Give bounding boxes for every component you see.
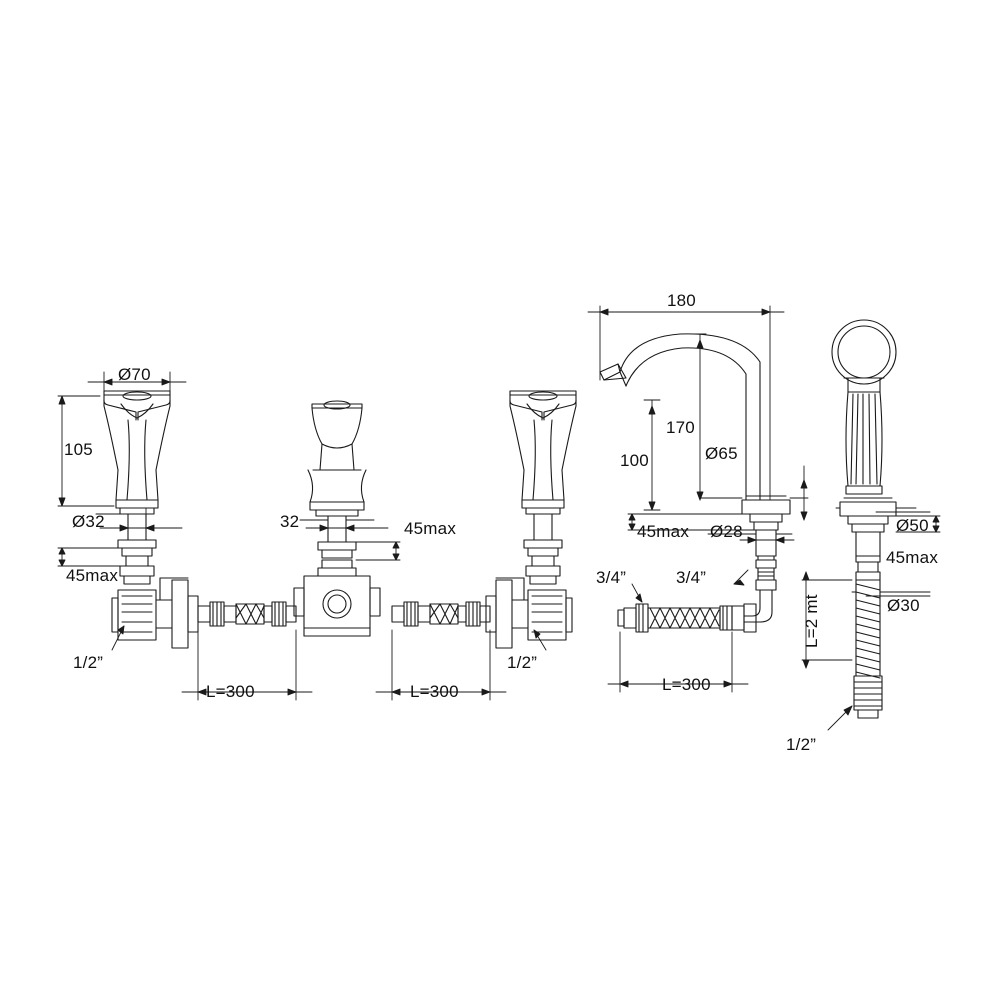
- left-handle-assembly: [103, 390, 199, 649]
- dim-spout-hose-thread-right: 3/4”: [676, 568, 707, 587]
- dim-spout-hose-thread-left: 3/4”: [596, 568, 627, 587]
- dim-shower-hose-length: L=2 mt: [802, 594, 821, 648]
- dim-center-spindle-width: 32: [280, 512, 300, 531]
- spout-assembly: [599, 333, 791, 633]
- dim-left-deck-max: 45max: [66, 566, 119, 585]
- dim-right-hose-length: L=300: [410, 682, 459, 701]
- spout-flex-hose: [617, 603, 733, 633]
- dim-spout-shank-diameter: Ø28: [710, 522, 743, 541]
- dim-spout-hose-length: L=300: [662, 675, 711, 694]
- dim-left-inlet-thread: 1/2”: [73, 653, 104, 672]
- dim-shower-outlet-diameter: Ø50: [896, 516, 929, 535]
- right-handle-assembly: [485, 390, 577, 649]
- dim-center-deck-max: 45max: [404, 519, 457, 538]
- dim-spout-height: 170: [666, 418, 695, 437]
- right-flex-hose: [391, 601, 491, 627]
- dim-spout-reach: 180: [667, 291, 696, 310]
- dim-shower-deck-max: 45max: [886, 548, 939, 567]
- shower-flex-hose: [853, 579, 883, 719]
- dimension-lines: [57, 305, 941, 731]
- dim-shower-shank-diameter: Ø30: [887, 596, 920, 615]
- left-flex-hose: [197, 601, 297, 627]
- handshower-assembly: [831, 319, 897, 495]
- dim-handle-base-diameter: Ø32: [72, 512, 105, 531]
- dim-spout-deck-max: 45max: [637, 522, 690, 541]
- dim-spout-body-height: 100: [620, 451, 649, 470]
- dim-left-hose-length: L=300: [206, 682, 255, 701]
- dim-right-inlet-thread: 1/2”: [507, 653, 538, 672]
- dim-spout-base-diameter: Ø65: [705, 444, 738, 463]
- dim-handle-height: 105: [64, 440, 93, 459]
- dim-shower-hose-thread: 1/2”: [786, 735, 817, 754]
- dim-handle-diameter: Ø70: [118, 365, 151, 384]
- center-diverter-assembly: [293, 400, 381, 637]
